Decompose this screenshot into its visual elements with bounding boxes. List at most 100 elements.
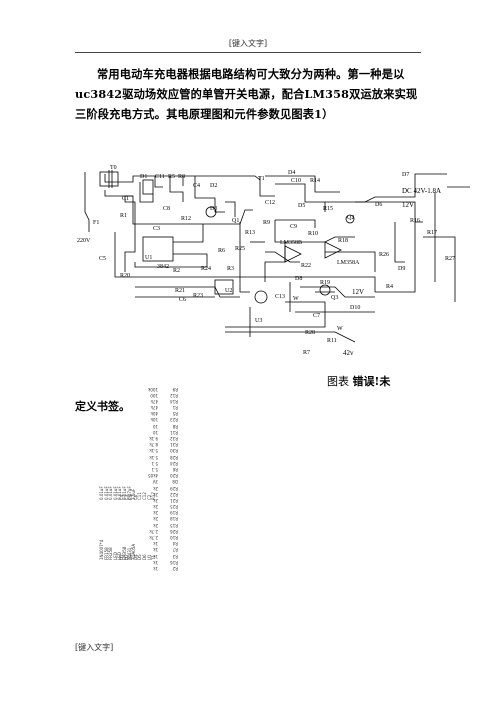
- caption-label: 图表: [327, 375, 349, 388]
- table-cell: 5.1k: [149, 454, 158, 460]
- table-cell: R18: [170, 516, 178, 522]
- schematic-label-r9: R9: [263, 220, 270, 226]
- schematic-label-t0: T0: [110, 165, 117, 171]
- table-cell: D8: [172, 479, 178, 485]
- schematic-label-r24: R24: [201, 266, 211, 272]
- caption-error-text: 错误!未: [352, 375, 391, 388]
- schematic-label-u2: U2: [225, 288, 232, 294]
- schematic-label-r10: R10: [308, 231, 318, 237]
- schematic-label-r12: R12: [181, 216, 191, 222]
- schematic-label-ic3842: 3842: [157, 264, 169, 270]
- table-cell: R5: [172, 411, 178, 417]
- schematic-label-r22: R22: [301, 263, 311, 269]
- table-cell: 1k: [153, 547, 158, 553]
- schematic-label-c11: C11: [155, 174, 165, 180]
- table-cell: R23: [170, 417, 178, 423]
- schematic-label-c5: C5: [99, 256, 106, 262]
- schematic-label-d4: D4: [288, 170, 295, 176]
- schematic-label-r25: R25: [235, 246, 245, 252]
- schematic-label-q2: Q2: [347, 215, 354, 221]
- table-cell: R31: [170, 442, 178, 448]
- schematic-label-42v: 42v: [343, 349, 354, 357]
- table-cell: 1k: [153, 541, 158, 547]
- schematic-label-220v: 220V: [77, 238, 91, 244]
- table-cell: 4k05: [148, 473, 158, 479]
- table-cell: R30: [170, 448, 178, 454]
- schematic-label-r15: R15: [323, 206, 333, 212]
- schematic-label-c9: C9: [290, 224, 297, 230]
- schematic-label-c13: C13: [275, 294, 285, 300]
- table-cell: 5.1k: [149, 448, 158, 454]
- table-cell: 2k: [153, 485, 158, 491]
- schematic-label-lm358b: LM358B: [280, 240, 302, 246]
- schematic-label-d3: D3: [210, 206, 217, 212]
- table-cell: 10k: [150, 417, 158, 423]
- schematic-label-c10: C10: [291, 178, 301, 184]
- schematic-label-d10: D10: [350, 305, 360, 311]
- table-cell: 10: [152, 423, 158, 429]
- schematic-label-f1: F1: [93, 220, 99, 226]
- schematic-label-c12: C12: [265, 200, 275, 206]
- schematic-label-r18: R18: [338, 238, 348, 244]
- schematic-label-r7: R7: [303, 350, 310, 356]
- table-cell: R9: [172, 386, 178, 392]
- schematic-label-dc-output: DC 42V-1.8A: [402, 187, 441, 195]
- schematic-label-r8: R8: [178, 174, 185, 180]
- schematic-label-t1: T1: [258, 176, 265, 182]
- header-rule: [75, 52, 421, 53]
- table-cell: 47k: [150, 405, 158, 411]
- schematic-label-w1: W: [293, 296, 299, 302]
- table-cell: R4: [172, 541, 178, 547]
- intro-paragraph: 常用电动车充电器根据电路结构可大致分为两种。第一种是以uc3842驱动场效应管的…: [75, 67, 418, 121]
- schematic-label-r11: R11: [327, 338, 337, 344]
- schematic-label-d2: D2: [210, 183, 217, 189]
- schematic-label-d9: D9: [398, 266, 405, 272]
- schematic-label-12v-mid: 12V: [352, 288, 364, 296]
- figure-caption: 图表 错误!未: [327, 373, 390, 389]
- schematic-label-d1: D1: [140, 174, 147, 180]
- table-cell: R20: [170, 473, 178, 479]
- schematic-label-c6: C6: [179, 297, 186, 303]
- schematic-label-d8: D8: [295, 276, 302, 282]
- schematic-label-r17: R17: [427, 230, 437, 236]
- schematic-label-d5: D5: [298, 203, 305, 209]
- schematic-label-r28: R28: [305, 330, 315, 336]
- schematic-label-q1: Q1: [232, 218, 239, 224]
- table-cell: 1k: [153, 553, 158, 559]
- table-cell: 2k: [153, 504, 158, 510]
- schematic-label-r3: R3: [227, 266, 234, 272]
- table-cell: 8.7k: [149, 442, 158, 448]
- schematic-label-r14: R14: [310, 178, 320, 184]
- table-cell: R25: [170, 504, 178, 510]
- table-cell: R15: [170, 522, 178, 528]
- schematic-label-d6: D6: [375, 202, 382, 208]
- table-cell: 100k: [148, 386, 158, 392]
- schematic-label-c4: C4: [193, 183, 200, 189]
- schematic-label-q3: Q3: [331, 295, 338, 301]
- schematic-label-r26: R26: [379, 252, 389, 258]
- page-header: [键入文字]: [228, 39, 268, 48]
- schematic-label-r23: R23: [193, 293, 203, 299]
- schematic-label-c7: C7: [313, 313, 320, 319]
- table-cell: R1: [172, 405, 178, 411]
- schematic-label-d7: D7: [402, 172, 409, 178]
- table-cell: R7: [172, 547, 178, 553]
- schematic-label-r6: R6: [218, 248, 225, 254]
- page-footer: [键入文字]: [75, 643, 114, 652]
- schematic-label-r21: R21: [175, 288, 185, 294]
- schematic-label-c3: C3: [153, 226, 160, 232]
- schematic-label-r1: R1: [120, 213, 127, 219]
- table-cell: R28: [170, 454, 178, 460]
- table-cell: R19: [170, 510, 178, 516]
- table-cell: R3: [172, 553, 178, 559]
- circuit-schematic: T0 F1 220V R1 C1 C3 C5 D1 C11 R5 R8 C8 R…: [77, 165, 470, 357]
- table-cell: 2k: [153, 516, 158, 522]
- schematic-label-lm358a: LM358A: [337, 260, 360, 266]
- schematic-label-r5: R5: [168, 174, 175, 180]
- caption-continued: 定义书签。: [75, 400, 130, 413]
- schematic-label-u1: U1: [145, 255, 152, 261]
- table-cell: 2k: [153, 510, 158, 516]
- schematic-label-w2: W: [337, 326, 343, 332]
